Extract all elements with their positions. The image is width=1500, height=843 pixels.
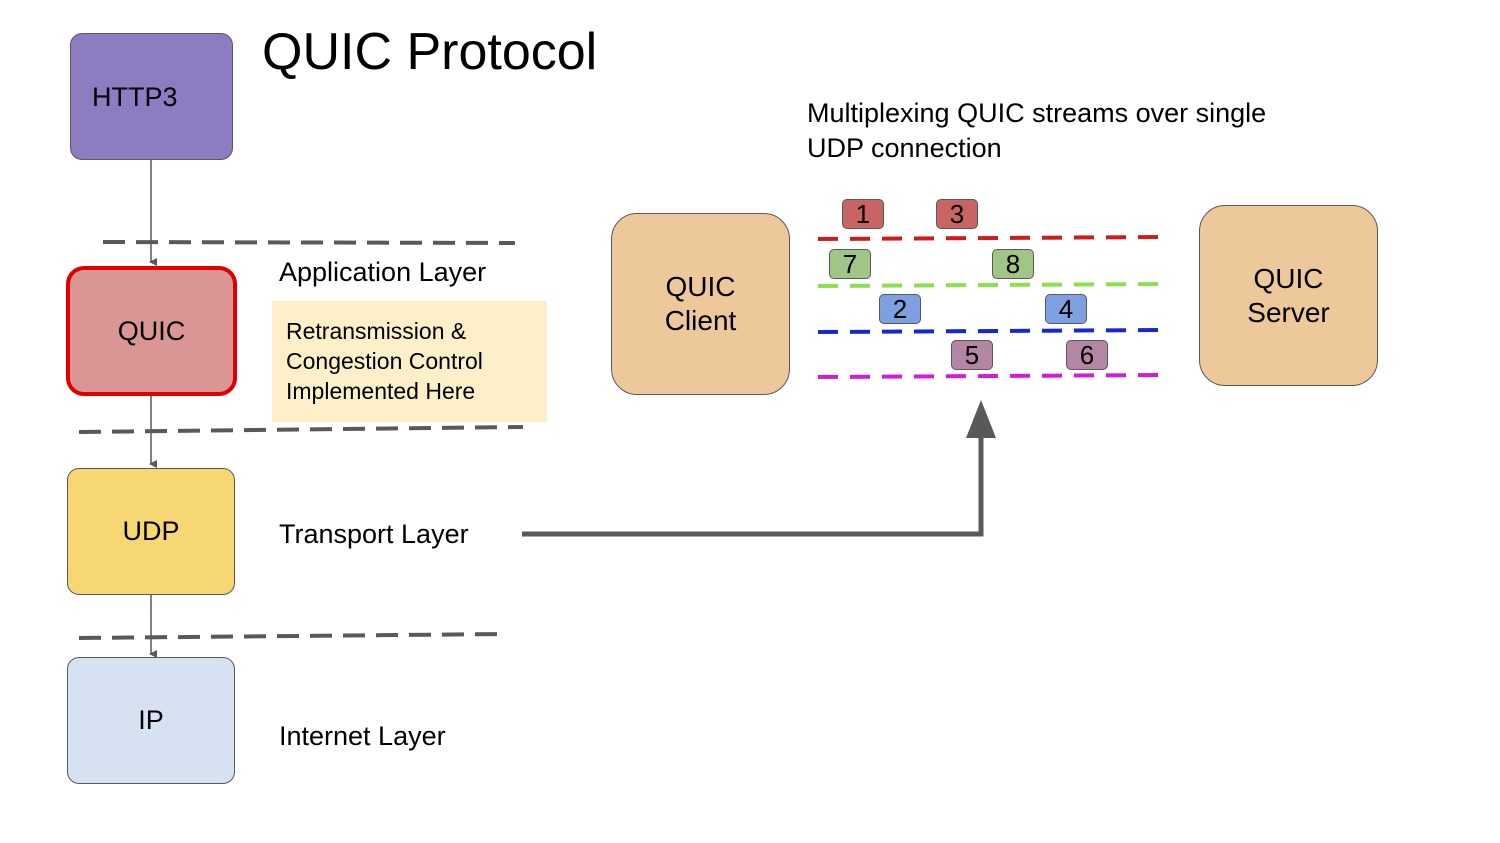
application-layer-label: Application Layer — [279, 257, 487, 287]
stream-packet-2: 2 — [879, 294, 921, 324]
quic-server-box: QUIC Server — [1199, 205, 1378, 386]
page-title: QUIC Protocol — [262, 23, 598, 81]
diagram-subtitle: Multiplexing QUIC streams over single UD… — [807, 98, 1267, 163]
transport-arrow — [522, 436, 984, 537]
retransmission-note-text: Retransmission & Congestion Control Impl… — [286, 318, 483, 404]
stream-packet-4: 4 — [1045, 294, 1087, 324]
http3-box: HTTP3 — [70, 33, 233, 160]
stream-packet-5: 5 — [951, 340, 993, 370]
layer-divider-middle — [78, 425, 524, 434]
stream-packet-1: 1 — [842, 199, 884, 229]
internet-layer-label: Internet Layer — [279, 721, 446, 751]
retransmission-note: Retransmission & Congestion Control Impl… — [272, 301, 547, 422]
stream-line-blue — [817, 328, 1167, 334]
udp-label: UDP — [122, 516, 180, 546]
quic-client-label: QUIC Client — [664, 271, 737, 336]
ip-label: IP — [138, 705, 164, 735]
udp-box: UDP — [67, 468, 235, 595]
stream-line-green — [817, 282, 1167, 288]
stream-packet-7: 7 — [829, 249, 871, 279]
layer-divider-bottom — [78, 632, 508, 640]
http3-label: HTTP3 — [92, 82, 178, 112]
transport-arrow-head — [966, 400, 996, 438]
quic-client-box: QUIC Client — [611, 213, 790, 395]
stream-packet-3: 3 — [936, 199, 978, 229]
quic-box: QUIC — [66, 266, 237, 396]
ip-box: IP — [67, 657, 235, 784]
quic-label: QUIC — [117, 315, 186, 346]
layer-divider-top — [102, 240, 516, 245]
transport-layer-label: Transport Layer — [279, 519, 469, 549]
stream-line-red — [817, 235, 1167, 241]
stream-line-magenta — [817, 373, 1167, 379]
quic-server-label: QUIC Server — [1247, 262, 1330, 328]
stream-packet-6: 6 — [1066, 340, 1108, 370]
stream-packet-8: 8 — [992, 249, 1034, 279]
